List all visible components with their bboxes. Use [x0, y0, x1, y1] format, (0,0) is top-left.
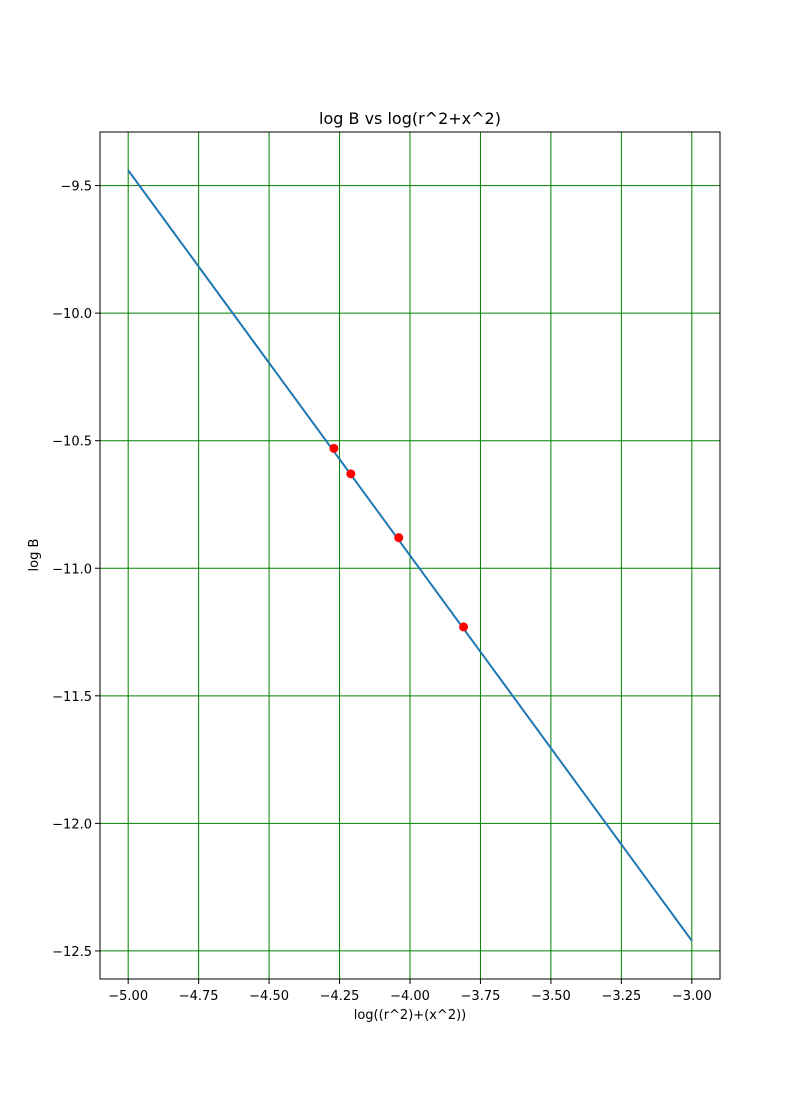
x-tick-label: −4.25 — [320, 989, 360, 1004]
y-tick-label: −10.0 — [52, 307, 92, 322]
fit-line — [127, 169, 693, 942]
x-tick-label: −3.75 — [461, 989, 501, 1004]
x-axis: −5.00 −4.75 −4.50 −4.25 −4.00 −3.75 −3.50 −3.25… — [108, 979, 712, 1004]
y-axis-label: log B — [27, 539, 42, 572]
x-axis-label: log((r^2)+(x^2)) — [354, 1008, 467, 1023]
data-point — [459, 622, 469, 632]
x-tick-label: −4.50 — [249, 989, 289, 1004]
x-tick-label: −3.00 — [672, 989, 712, 1004]
x-tick-label: −4.75 — [179, 989, 219, 1004]
y-axis: −9.5 −10.0 −10.5 −11.0 −11.5 −12.0 −12.5 — [52, 180, 100, 960]
chart-title: log B vs log(r^2+x^2) — [319, 109, 501, 128]
x-tick-label: −3.50 — [531, 989, 571, 1004]
data-point — [394, 533, 404, 543]
y-tick-label: −12.0 — [52, 817, 92, 832]
x-tick-label: −5.00 — [108, 989, 148, 1004]
data-point — [346, 469, 356, 479]
y-tick-label: −10.5 — [52, 435, 92, 450]
y-tick-label: −11.0 — [52, 562, 92, 577]
x-tick-label: −4.00 — [390, 989, 430, 1004]
y-tick-label: −11.5 — [52, 690, 92, 705]
x-tick-label: −3.25 — [601, 989, 641, 1004]
y-tick-label: −9.5 — [60, 180, 92, 195]
y-tick-label: −12.5 — [52, 945, 92, 960]
series-layer — [127, 169, 693, 942]
data-point — [329, 443, 339, 453]
